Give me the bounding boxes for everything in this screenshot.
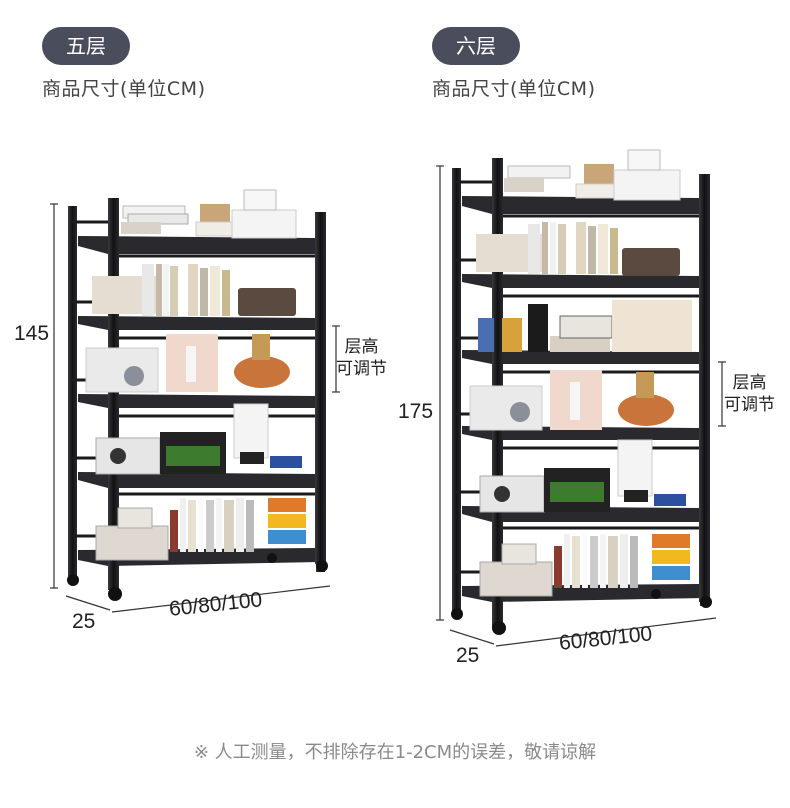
five-tier-adjust-line1: 层高 <box>344 337 379 357</box>
five-tier-depth-label: 25 <box>72 610 96 633</box>
six-tier-size-caption: 商品尺寸(单位CM) <box>432 78 596 100</box>
measurement-disclaimer: ※ 人工测量，不排除存在1-2CM的误差，敬请谅解 <box>193 742 597 763</box>
six-tier-badge: 六层 <box>432 27 520 65</box>
five-tier-size-caption: 商品尺寸(单位CM) <box>42 78 206 100</box>
five-tier-badge: 五层 <box>42 27 130 65</box>
six-tier-height-label: 175 <box>398 400 434 423</box>
five-tier-height-label: 145 <box>14 322 50 345</box>
five-tier-adjust-line2: 可调节 <box>336 359 387 379</box>
six-tier-shelf <box>451 149 712 635</box>
six-tier-depth-label: 25 <box>456 644 480 667</box>
five-tier-adjustable-label: 层高 可调节 <box>336 336 387 380</box>
six-tier-adjust-line2: 可调节 <box>724 395 775 415</box>
six-tier-adjustable-label: 层高 可调节 <box>724 372 775 416</box>
five-tier-shelf <box>67 189 328 601</box>
five-tier-dimension-lines <box>50 203 340 613</box>
six-tier-adjust-line1: 层高 <box>732 373 767 393</box>
six-tier-dimension-lines <box>436 165 726 647</box>
